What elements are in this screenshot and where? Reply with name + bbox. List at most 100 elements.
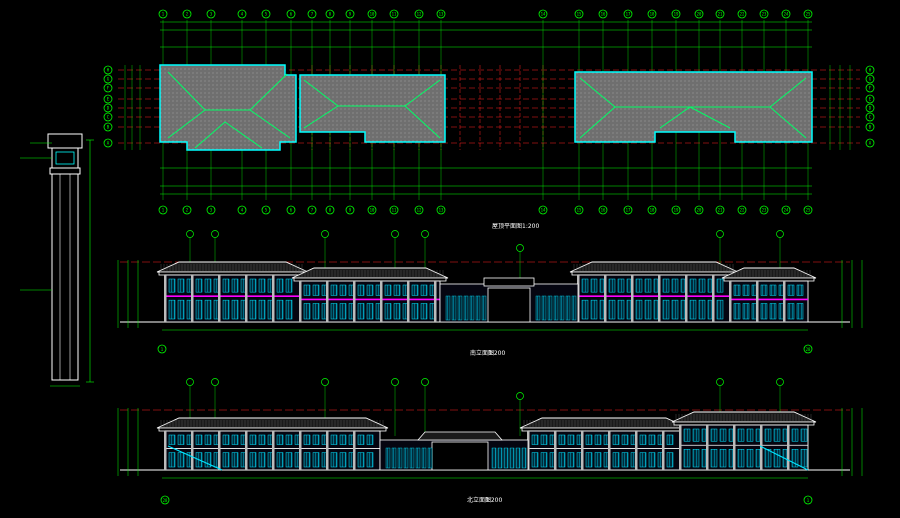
axis-bubble-4: 4: [237, 205, 247, 215]
svg-text:7: 7: [311, 12, 314, 17]
axis-bubble-6: 6: [286, 9, 296, 19]
front-axis-left: 1: [157, 344, 167, 354]
svg-text:C: C: [869, 115, 872, 120]
svg-text:1: 1: [161, 347, 164, 352]
row-axis-D: D: [103, 103, 113, 113]
svg-text:21: 21: [718, 208, 723, 213]
axis-bubble-23: 23: [759, 205, 769, 215]
axis-bubble-7: 7: [307, 205, 317, 215]
axis-bubble-4: 4: [237, 9, 247, 19]
roof-plan: 1122334455667788991010111112121313141415…: [103, 9, 875, 230]
svg-text:24: 24: [784, 12, 789, 17]
svg-text:25: 25: [806, 12, 811, 17]
svg-text:18: 18: [650, 12, 655, 17]
row-axis-B: B: [865, 122, 875, 132]
axis-bubble-3: 3: [206, 205, 216, 215]
svg-text:9: 9: [349, 208, 352, 213]
row-axis-F: F: [865, 83, 875, 93]
svg-text:B: B: [869, 125, 872, 130]
svg-text:12: 12: [417, 12, 422, 17]
axis-bubble-7: 7: [307, 9, 317, 19]
roof-block-right: [574, 71, 813, 143]
axis-bubble-22: 22: [737, 9, 747, 19]
svg-text:F: F: [869, 86, 872, 91]
roof-block-left: [159, 64, 297, 151]
svg-text:16: 16: [601, 12, 606, 17]
svg-text:24: 24: [784, 208, 789, 213]
svg-text:F: F: [107, 86, 110, 91]
axis-bubble-10: 10: [367, 9, 377, 19]
svg-text:16: 16: [601, 208, 606, 213]
svg-text:5: 5: [265, 208, 268, 213]
axis-bubble-16: 16: [598, 205, 608, 215]
svg-text:22: 22: [740, 208, 745, 213]
front-elevation-scale: 1:200: [488, 350, 505, 357]
axis-bubble-6: 6: [286, 205, 296, 215]
axis-bubble-25: 25: [803, 9, 813, 19]
svg-text:G: G: [107, 77, 110, 82]
svg-text:10: 10: [370, 12, 375, 17]
axis-bubble-22: 22: [737, 205, 747, 215]
svg-text:17: 17: [626, 208, 631, 213]
svg-text:4: 4: [241, 12, 244, 17]
svg-text:28: 28: [163, 498, 168, 503]
axis-bubble-12: 12: [414, 205, 424, 215]
svg-text:13: 13: [439, 12, 444, 17]
axis-bubble-24: 24: [781, 9, 791, 19]
svg-text:D: D: [107, 106, 110, 111]
svg-text:H: H: [107, 68, 110, 73]
svg-text:C: C: [107, 115, 110, 120]
axis-bubble-8: 8: [325, 205, 335, 215]
axis-bubble-13: 13: [436, 205, 446, 215]
axis-bubble-16: 16: [598, 9, 608, 19]
svg-text:A: A: [869, 141, 872, 146]
svg-text:G: G: [869, 77, 872, 82]
row-axis-C: C: [865, 112, 875, 122]
roof-plan-grid: 1122334455667788991010111112121313141415…: [103, 9, 875, 215]
rear-axis-left: 28: [160, 495, 170, 505]
axis-bubble-24: 24: [781, 205, 791, 215]
svg-text:20: 20: [697, 208, 702, 213]
row-axis-E: E: [865, 94, 875, 104]
svg-text:23: 23: [762, 208, 767, 213]
roof-block-middle: [299, 74, 446, 143]
row-axis-E: E: [103, 94, 113, 104]
svg-text:4: 4: [241, 208, 244, 213]
axis-bubble-11: 11: [389, 205, 399, 215]
axis-bubble-17: 17: [623, 205, 633, 215]
axis-bubble-20: 20: [694, 9, 704, 19]
axis-bubble-9: 9: [345, 205, 355, 215]
column-detail: [20, 133, 94, 387]
svg-text:7: 7: [311, 208, 314, 213]
svg-text:1: 1: [162, 208, 165, 213]
svg-text:10: 10: [370, 208, 375, 213]
axis-bubble-19: 19: [671, 205, 681, 215]
svg-text:18: 18: [650, 208, 655, 213]
axis-bubble-21: 21: [715, 9, 725, 19]
svg-text:A: A: [107, 141, 110, 146]
front-elevation-building: [117, 230, 863, 331]
svg-text:3: 3: [210, 12, 213, 17]
svg-text:2: 2: [186, 12, 189, 17]
svg-text:25: 25: [806, 208, 811, 213]
svg-text:8: 8: [329, 12, 332, 17]
rear-elevation-building: [117, 378, 863, 479]
row-axis-D: D: [865, 103, 875, 113]
axis-bubble-2: 2: [182, 205, 192, 215]
svg-text:15: 15: [577, 208, 582, 213]
row-axis-A: A: [865, 138, 875, 148]
svg-text:12: 12: [417, 208, 422, 213]
axis-bubble-12: 12: [414, 9, 424, 19]
svg-text:19: 19: [674, 208, 679, 213]
front-axis-right: 28: [803, 344, 813, 354]
axis-bubble-5: 5: [261, 9, 271, 19]
row-axis-G: G: [865, 74, 875, 84]
front-elevation-title: 南立面图: [470, 349, 494, 357]
svg-text:20: 20: [697, 12, 702, 17]
row-axis-G: G: [103, 74, 113, 84]
axis-bubble-5: 5: [261, 205, 271, 215]
svg-text:22: 22: [740, 12, 745, 17]
row-axis-A: A: [103, 138, 113, 148]
axis-bubble-19: 19: [671, 9, 681, 19]
